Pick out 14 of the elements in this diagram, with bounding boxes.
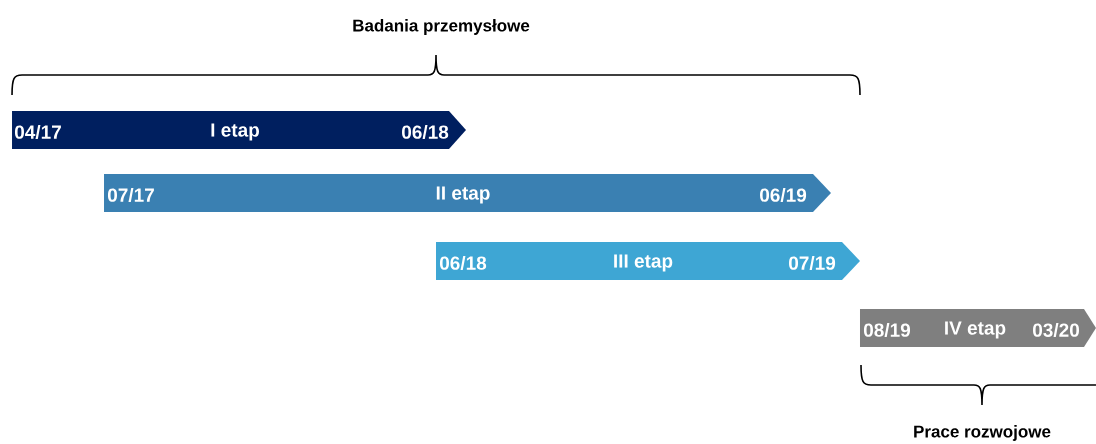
bar-label: 04/17 bbox=[14, 124, 61, 140]
bar-label: 06/18 bbox=[402, 124, 449, 140]
bar-label: II etap bbox=[436, 186, 490, 204]
bar-label: 06/18 bbox=[439, 255, 487, 271]
bar-label: III etap bbox=[614, 254, 673, 272]
bar-label: IV etap bbox=[945, 321, 1006, 339]
bar-label: 06/19 bbox=[760, 187, 807, 203]
brace-label: Badania przemysłowe bbox=[353, 19, 530, 35]
bar-label: I etap bbox=[211, 123, 259, 141]
bar-label: 07/19 bbox=[789, 255, 836, 271]
brace-label: Prace rozwojowe bbox=[914, 425, 1051, 441]
bar-label: 07/17 bbox=[107, 187, 154, 203]
bar-label: 03/20 bbox=[1033, 322, 1079, 338]
bar-label: 08/19 bbox=[863, 322, 911, 338]
